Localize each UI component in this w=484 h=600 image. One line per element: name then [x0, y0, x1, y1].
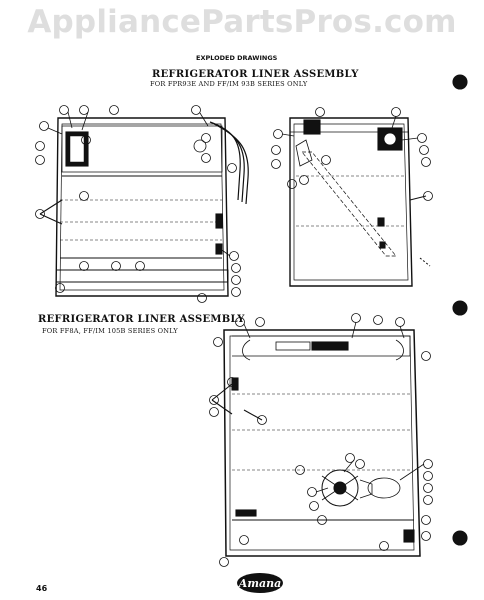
binder-hole-icon: [452, 300, 468, 316]
site-watermark: AppliancePartsPros.com: [27, 4, 457, 40]
top-assembly-subtitle: FOR FPR93E AND FF/IM 93B SERIES ONLY: [150, 80, 308, 88]
section-label: EXPLODED DRAWINGS: [196, 54, 278, 62]
amana-logo: Amana: [237, 573, 283, 593]
page-number: 46: [36, 584, 48, 593]
bottom-assembly-subtitle: FOR FF8A, FF/IM 105B SERIES ONLY: [42, 327, 178, 335]
bottom-assembly-title: REFRIGERATOR LINER ASSEMBLY: [38, 314, 245, 325]
binder-hole-icon: [452, 74, 468, 90]
top-assembly-title: REFRIGERATOR LINER ASSEMBLY: [152, 69, 359, 80]
binder-hole-icon: [452, 530, 468, 546]
bottom-liner-drawing: [211, 329, 421, 557]
top-right-liner-drawing: [289, 117, 431, 287]
top-left-liner-drawing: [39, 117, 249, 297]
logo-text: Amana: [238, 577, 281, 590]
